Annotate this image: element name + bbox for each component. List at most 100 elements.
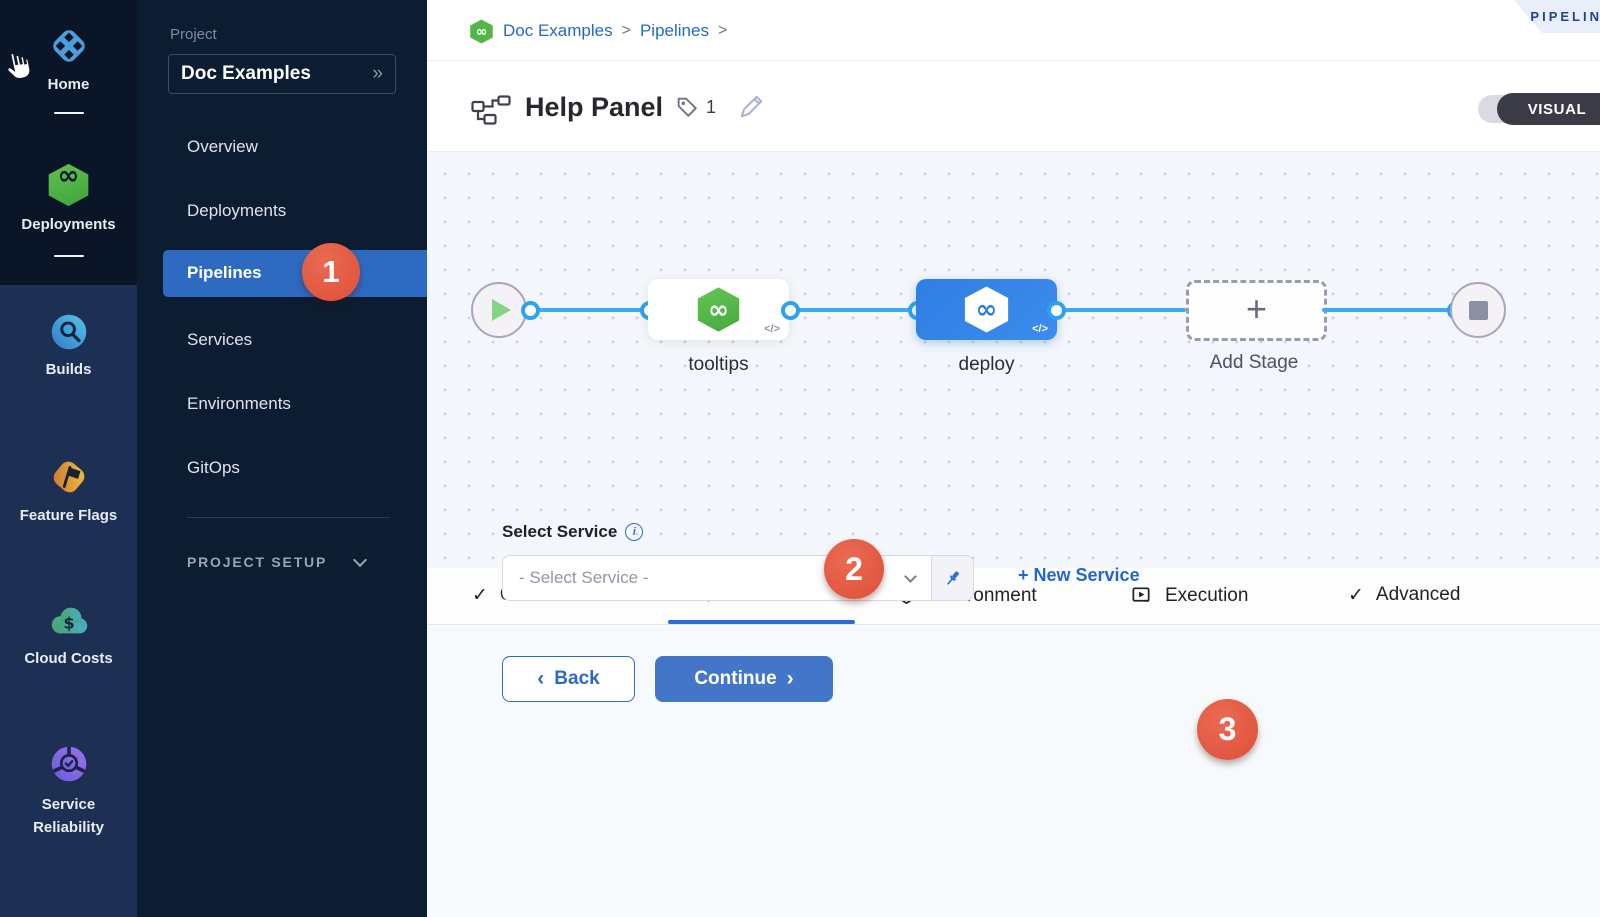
pipeline-studio-ribbon: PIPELIN <box>1514 0 1600 33</box>
annotation-badge-3: 3 <box>1197 699 1258 760</box>
sidebar-item-overview[interactable]: Overview <box>187 137 258 156</box>
pin-service-button[interactable] <box>932 555 974 601</box>
sidebar-item-service-reliability[interactable]: Service Reliability <box>0 744 137 840</box>
project-section-label: Project <box>170 26 217 43</box>
edge-dot <box>1047 301 1066 320</box>
sidebar-item-pipelines[interactable] <box>163 250 427 297</box>
sidebar-item-label: Home <box>47 76 90 93</box>
tag-icon[interactable] <box>675 95 700 120</box>
edge-dot <box>521 301 540 320</box>
chevron-left-icon: ‹ <box>537 667 545 690</box>
tag-count: 1 <box>706 97 717 117</box>
harness-project-icon: ∞ <box>470 19 493 44</box>
pipeline-edge <box>1064 308 1186 312</box>
add-stage-label: Add Stage <box>1209 352 1299 373</box>
sidebar-item-cloud-costs[interactable]: $ Cloud Costs <box>0 601 137 667</box>
info-icon[interactable]: i <box>625 523 644 541</box>
module-rail: Home ∞ Deployments Builds <box>0 0 137 917</box>
execution-play-icon <box>1132 587 1150 602</box>
cursor-hand-icon <box>6 52 32 80</box>
breadcrumb-link-project[interactable]: Doc Examples <box>503 21 613 40</box>
breadcrumb: Doc Examples > Pipelines > <box>503 21 736 41</box>
pipeline-start-node[interactable] <box>471 282 527 338</box>
play-icon <box>492 299 511 321</box>
sidebar-item-services[interactable]: Services <box>187 330 253 349</box>
feature-flags-icon <box>53 461 84 493</box>
stage-node-tooltips[interactable]: ∞ </> <box>648 279 789 340</box>
panel-divider <box>187 517 390 518</box>
project-setup-label: PROJECT SETUP <box>187 554 328 570</box>
sidebar-item-deployments-menu[interactable]: Deployments <box>187 201 287 220</box>
sidebar-item-gitops[interactable]: GitOps <box>187 458 240 477</box>
edit-pencil-icon[interactable] <box>737 92 766 121</box>
stage-label-deploy: deploy <box>958 354 1015 375</box>
plus-icon: + <box>1245 287 1268 329</box>
annotation-badge-1: 1 <box>302 243 360 301</box>
sidebar-item-label: Service Reliability <box>33 796 104 837</box>
harness-stage-icon: ∞ <box>697 287 740 332</box>
sidebar-item-label: Deployments <box>21 216 116 233</box>
tab-label: Advanced <box>1375 584 1461 605</box>
sidebar-item-deployments[interactable]: ∞ Deployments <box>0 163 137 257</box>
sidebar-item-builds[interactable]: Builds <box>0 312 137 378</box>
sidebar-item-pipelines-label: Pipelines <box>187 263 262 282</box>
continue-label: Continue <box>694 668 777 689</box>
back-button[interactable]: ‹ Back <box>502 656 635 702</box>
active-tab-underline <box>668 620 855 624</box>
project-setup-toggle[interactable]: PROJECT SETUP <box>187 552 368 570</box>
sidebar-item-label: Builds <box>45 361 92 378</box>
home-icon <box>52 30 85 62</box>
pipeline-edge <box>798 308 917 312</box>
dropdown-placeholder: - Select Service - <box>519 568 649 587</box>
pipeline-flowchart-icon <box>471 95 511 125</box>
tab-advanced[interactable]: ✓ Advanced <box>1348 584 1460 606</box>
sidebar-item-label: Cloud Costs <box>24 650 113 667</box>
svg-text:$: $ <box>63 614 74 633</box>
project-name: Doc Examples <box>181 63 311 84</box>
breadcrumb-bar: ∞ Doc Examples > Pipelines > PIPELIN <box>427 0 1600 61</box>
stage-label-tooltips: tooltips <box>688 354 749 375</box>
pipeline-end-node[interactable] <box>1450 282 1506 338</box>
pipeline-header: Help Panel 1 VISUAL <box>427 61 1600 152</box>
builds-icon <box>51 314 86 350</box>
edge-dot <box>781 301 800 320</box>
page-title: Help Panel <box>525 92 664 122</box>
sidebar-item-home[interactable]: Home <box>0 25 137 114</box>
cloud-costs-icon: $ <box>51 607 87 634</box>
pipeline-canvas[interactable]: ∞ </> tooltips ∞ </> deploy + Add Stage <box>427 152 1600 568</box>
annotation-badge-2: 2 <box>824 539 884 599</box>
breadcrumb-separator: > <box>621 22 631 39</box>
continue-button[interactable]: Continue › <box>655 656 833 702</box>
home-active-underline <box>53 112 84 114</box>
visual-toggle-button[interactable]: VISUAL <box>1497 93 1600 125</box>
deployments-icon: ∞ <box>48 163 89 207</box>
sidebar-item-label: Feature Flags <box>19 507 118 524</box>
project-sidebar: Project Doc Examples » Overview Deployme… <box>137 0 427 917</box>
project-selector[interactable]: Doc Examples » <box>168 54 396 94</box>
pipeline-edge <box>1322 308 1456 312</box>
deployments-active-underline <box>53 255 84 257</box>
double-chevron-icon: » <box>372 63 383 84</box>
harness-stage-icon: ∞ <box>964 286 1009 333</box>
sidebar-item-feature-flags[interactable]: Feature Flags <box>0 456 137 524</box>
service-reliability-icon <box>51 746 86 782</box>
breadcrumb-link-pipelines[interactable]: Pipelines <box>639 21 709 40</box>
add-stage-button[interactable]: + <box>1186 280 1327 341</box>
tab-label: Execution <box>1165 584 1249 606</box>
back-label: Back <box>554 668 600 689</box>
visual-toggle-label: VISUAL <box>1527 100 1587 118</box>
chevron-right-icon: › <box>786 667 794 690</box>
pin-icon <box>946 571 959 585</box>
code-glyph: </> <box>1032 323 1048 335</box>
select-service-text: Select Service <box>502 522 618 541</box>
tab-execution[interactable]: Execution <box>1130 584 1248 607</box>
code-glyph: </> <box>764 323 780 335</box>
chevron-down-icon <box>353 552 368 568</box>
ribbon-label: PIPELIN <box>1530 9 1600 24</box>
stop-icon <box>1468 300 1488 320</box>
new-service-link[interactable]: + New Service <box>1018 565 1140 585</box>
sidebar-item-environments[interactable]: Environments <box>187 394 291 413</box>
check-icon: ✓ <box>472 584 488 606</box>
stage-node-deploy[interactable]: ∞ </> <box>916 279 1057 340</box>
